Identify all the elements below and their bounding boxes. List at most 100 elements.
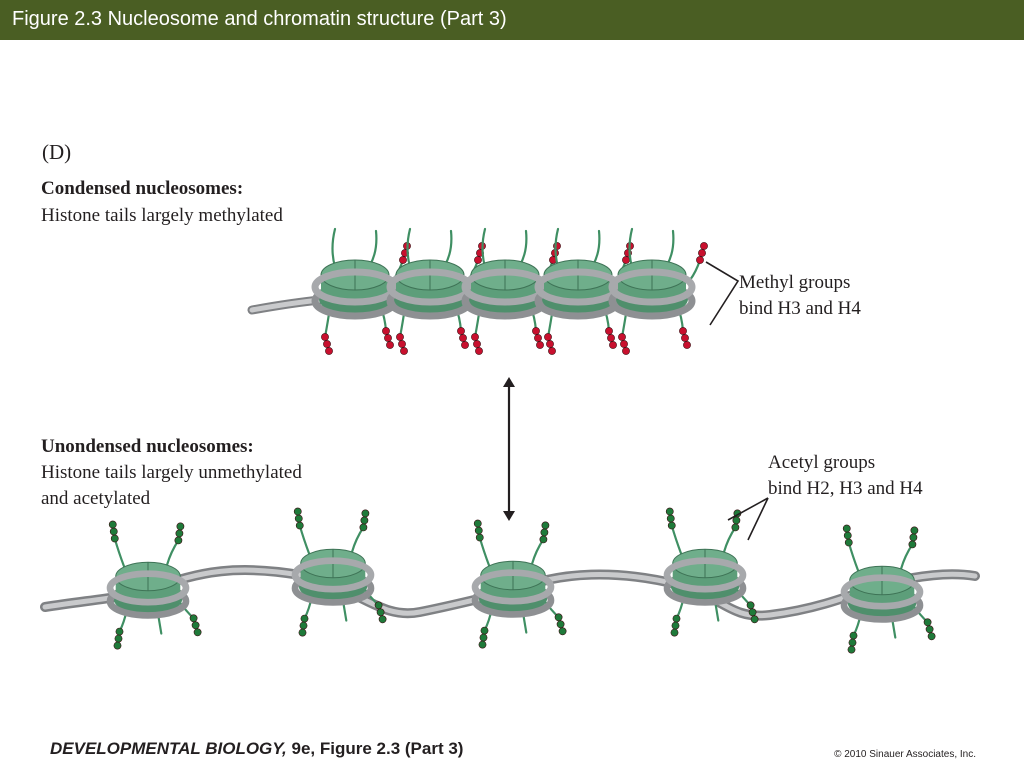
acetyl-group: [478, 640, 487, 649]
uncondensed-subtitle-line1: Histone tails largely unmethylated: [41, 462, 302, 483]
dna-wrap-upper: [106, 570, 190, 606]
acetyl-group: [378, 615, 387, 624]
acetyl-group: [558, 627, 567, 636]
methyl-group: [696, 256, 704, 264]
acetyl-group: [539, 535, 548, 544]
acetyl-group: [361, 509, 370, 518]
methyl-group: [534, 334, 542, 342]
methyl-label-line2: bind H3 and H4: [739, 298, 861, 319]
histone-tail: [518, 229, 528, 267]
methyl-group: [399, 256, 407, 264]
acetyl-group: [374, 601, 383, 610]
methyl-group: [471, 333, 479, 341]
acetyl-group: [480, 626, 489, 635]
nucleosome: [311, 227, 411, 355]
acetyl-group: [299, 621, 308, 630]
dna-wrap-upper: [608, 268, 696, 306]
acetyl-group: [109, 527, 118, 536]
acetyl-group: [844, 538, 853, 547]
methyl-groups-label: Methyl groups bind H3 and H4: [739, 270, 861, 322]
acetyl-pointer-2: [747, 497, 769, 541]
dna-wrap-upper: [386, 268, 474, 306]
acetyl-group: [540, 528, 549, 537]
acetyl-group: [189, 614, 198, 623]
dna-wrap-upper: [471, 569, 555, 605]
acetyl-label-line1: Acetyl groups: [768, 452, 876, 473]
acetyl-group: [842, 524, 851, 533]
histone-tail: [847, 541, 860, 573]
dna-wrap-upper: [663, 557, 747, 593]
title-bar: Figure 2.3 Nucleosome and chromatin stru…: [0, 0, 1024, 40]
acetyl-groups-label: Acetyl groups bind H2, H3 and H4: [768, 450, 923, 502]
methyl-group: [461, 341, 469, 349]
nucleosome: [291, 507, 387, 637]
condensed-heading: Condensed nucleosomes:: [41, 178, 244, 199]
acetyl-group: [108, 520, 117, 529]
acetyl-group: [360, 516, 369, 525]
methyl-group: [618, 333, 626, 341]
acetyl-group: [175, 529, 184, 538]
histone-tail: [350, 526, 365, 554]
acetyl-group: [670, 628, 679, 637]
histone-tail: [331, 227, 337, 269]
methyl-group: [607, 334, 615, 342]
methyl-group: [321, 333, 329, 341]
methyl-group: [325, 347, 333, 355]
acetyl-group: [174, 536, 183, 545]
acetyl-group: [110, 534, 119, 543]
methyl-group: [400, 347, 408, 355]
uncondensed-subtitle-line2: and acetylated: [41, 488, 151, 509]
histone-tail: [722, 526, 737, 554]
nucleosome: [471, 519, 567, 649]
histone-tail: [665, 229, 675, 267]
acetyl-group: [376, 608, 385, 617]
methyl-group: [609, 341, 617, 349]
methyl-group: [382, 327, 390, 335]
methyl-group: [398, 340, 406, 348]
methyl-group: [532, 327, 540, 335]
uncondensed-nucleosomes: [106, 507, 936, 654]
acetyl-group: [479, 633, 488, 642]
acetyl-group: [909, 533, 918, 542]
footer-book-name: DEVELOPMENTAL BIOLOGY,: [50, 739, 287, 758]
acetyl-group: [908, 540, 917, 549]
histone-tail: [165, 539, 180, 567]
methyl-label-line1: Methyl groups: [739, 272, 851, 293]
condensed-nucleosomes: [311, 227, 708, 355]
histone-tail: [591, 229, 601, 267]
slide-title: Figure 2.3 Nucleosome and chromatin stru…: [12, 8, 507, 30]
methyl-group: [473, 340, 481, 348]
nucleosome: [663, 507, 759, 637]
methyl-group: [683, 341, 691, 349]
nucleosome: [534, 227, 634, 355]
methyl-group: [474, 256, 482, 264]
footer-book-title: DEVELOPMENTAL BIOLOGY, 9e, Figure 2.3 (P…: [50, 739, 463, 759]
acetyl-group: [847, 645, 856, 654]
acetyl-group: [843, 531, 852, 540]
acetyl-group: [671, 621, 680, 630]
histone-tail: [368, 229, 378, 267]
acetyl-group: [731, 523, 740, 532]
acetyl-group: [115, 627, 124, 636]
acetyl-group: [666, 514, 675, 523]
methyl-group: [544, 333, 552, 341]
condensed-subtitle: Histone tails largely methylated: [41, 205, 283, 226]
acetyl-group: [927, 632, 936, 641]
acetyl-group: [474, 526, 483, 535]
acetyl-group: [750, 615, 759, 624]
acetyl-group: [473, 519, 482, 528]
methyl-group: [698, 249, 706, 257]
acetyl-group: [556, 620, 565, 629]
uncondensed-heading: Unondensed nucleosomes:: [41, 436, 254, 457]
nucleosome: [840, 524, 936, 654]
acetyl-group: [300, 614, 309, 623]
methyl-bracket: [705, 261, 740, 326]
acetyl-label-line2: bind H2, H3 and H4: [768, 478, 923, 499]
methyl-group: [622, 347, 630, 355]
nucleosome: [608, 227, 708, 355]
acetyl-group: [748, 608, 757, 617]
histone-tail: [443, 229, 453, 267]
acetyl-group: [672, 614, 681, 623]
acetyl-group: [849, 631, 858, 640]
histone-tail: [298, 524, 311, 556]
